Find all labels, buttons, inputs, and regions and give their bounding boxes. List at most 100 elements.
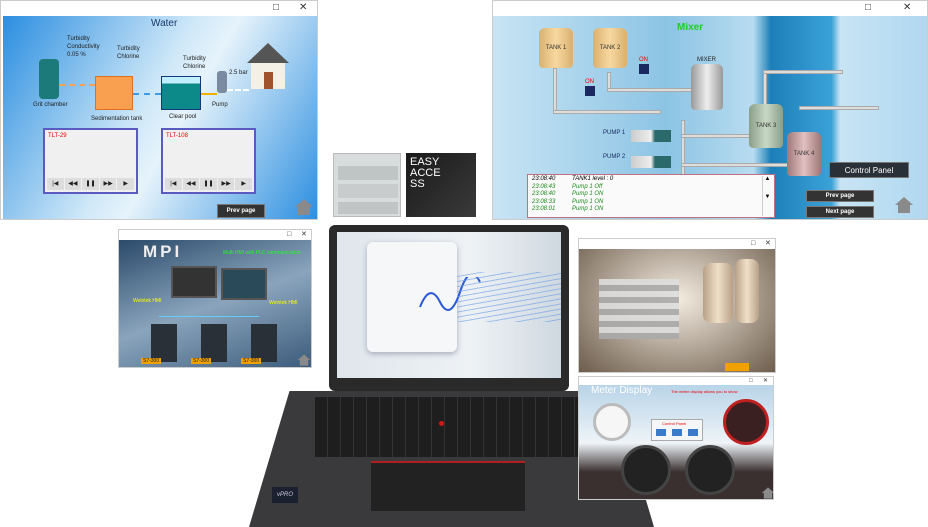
mpi-logo: MPI: [143, 242, 183, 261]
clear-pool: [161, 76, 201, 110]
page-title: Meter Display: [591, 385, 653, 396]
sedimentation-label: Sedimentation tank: [91, 116, 143, 122]
easy-access-title: EASY ACCESS: [410, 156, 441, 190]
chlorine-label: Chlorine: [117, 54, 140, 60]
title-bar: □ ✕: [579, 239, 775, 249]
maximize-button[interactable]: □: [749, 378, 753, 384]
trackpoint[interactable]: [439, 421, 444, 426]
control-panel-button[interactable]: Control Panel: [829, 162, 909, 178]
page-title: Water: [151, 18, 178, 29]
close-button[interactable]: ✕: [763, 378, 769, 384]
home-icon[interactable]: [895, 197, 913, 213]
pause-button[interactable]: ❚❚: [200, 178, 217, 190]
turbidity-label: Turbidity: [67, 36, 90, 42]
pipe: [59, 84, 95, 86]
pause-button[interactable]: ❚❚: [82, 178, 99, 190]
close-button[interactable]: ✕: [299, 2, 308, 13]
pipe: [799, 106, 879, 110]
plc-1: [151, 324, 177, 362]
plc-label: S7-300: [141, 358, 162, 364]
event-log-scrollbar[interactable]: ▲▼: [762, 176, 772, 216]
pipe: [607, 88, 697, 92]
plc-3: [251, 324, 277, 362]
house-icon: [247, 43, 289, 91]
valve-icon[interactable]: [639, 64, 649, 74]
pipe: [553, 68, 557, 114]
forward-button[interactable]: ▶▶: [217, 178, 235, 190]
home-icon[interactable]: [295, 199, 313, 215]
dashboard-illustration: [367, 242, 457, 352]
hmi-1-label: Weintek HMI: [133, 298, 162, 304]
pipe: [201, 93, 217, 95]
grit-label: Grit chamber: [33, 102, 68, 108]
home-icon[interactable]: [297, 354, 311, 366]
tank-3: TANK 3: [749, 104, 783, 148]
plc-2: [201, 324, 227, 362]
mixer-window: □ ✕ Mixer TANK 1 TANK 2 ON ON MIXER TANK…: [492, 0, 928, 220]
close-button[interactable]: ✕: [301, 231, 307, 238]
easy-access-thumbnail[interactable]: EASY ACCESS: [406, 153, 476, 217]
pump-label: Pump: [212, 102, 228, 108]
pipe: [763, 70, 843, 74]
maximize-button[interactable]: □: [287, 231, 292, 238]
laptop: vPRO: [245, 225, 658, 527]
first-button[interactable]: |◀: [47, 178, 64, 190]
hmi-thumbnail[interactable]: [333, 153, 401, 217]
close-button[interactable]: ✕: [903, 2, 912, 13]
turbidity-label: Turbidity: [183, 56, 206, 62]
pump-1-icon[interactable]: [631, 130, 671, 142]
forward-button[interactable]: ▶▶: [99, 178, 117, 190]
mixer-canvas: Mixer TANK 1 TANK 2 ON ON MIXER TANK 3 T…: [493, 16, 927, 219]
prev-page-button[interactable]: Prev page: [217, 204, 265, 218]
valve-2-status: ON: [639, 57, 648, 63]
mpi-subtitle: Multi HMI with PLC communication: [223, 250, 301, 256]
next-button[interactable]: [725, 363, 749, 371]
plant-window: □ ✕: [578, 238, 776, 373]
touchpad[interactable]: [371, 461, 525, 511]
next-page-button[interactable]: Next page: [806, 206, 874, 218]
speed-gauge: [723, 399, 769, 445]
grit-chamber: [39, 59, 59, 99]
description: The meter display allows you to show: [671, 389, 738, 394]
maximize-button[interactable]: □: [273, 2, 280, 13]
tank: [735, 259, 759, 323]
laptop-screen: [337, 232, 561, 378]
valve-icon[interactable]: [585, 86, 595, 96]
pipe: [681, 120, 685, 180]
conductivity-value: 0.05 %: [67, 52, 86, 58]
pipe: [681, 163, 791, 167]
play-button[interactable]: ▶: [117, 178, 134, 190]
wave-graphic: [419, 277, 481, 311]
valve-1-status: ON: [585, 79, 594, 85]
pool-label: Clear pool: [169, 114, 197, 120]
rewind-button[interactable]: ◀◀: [182, 178, 200, 190]
vpro-badge: vPRO: [272, 487, 298, 503]
pump-2-icon[interactable]: [631, 156, 671, 168]
turbidity-label: Turbidity: [117, 46, 140, 52]
play-button[interactable]: ▶: [235, 178, 252, 190]
rewind-button[interactable]: ◀◀: [64, 178, 82, 190]
trend-title: TLT-108: [166, 133, 188, 139]
network-line: [159, 316, 259, 317]
mpi-window: □ ✕ MPI Multi HMI with PLC communication…: [118, 229, 312, 368]
mixer-label: MIXER: [697, 57, 717, 63]
conductivity-label: Conductivity: [67, 44, 100, 50]
plc-label: S7-300: [241, 358, 262, 364]
first-button[interactable]: |◀: [165, 178, 182, 190]
maximize-button[interactable]: □: [865, 2, 872, 13]
tank-2: TANK 2: [593, 28, 627, 68]
home-icon[interactable]: [761, 487, 773, 499]
hmi-panel-1: [171, 266, 217, 298]
close-button[interactable]: ✕: [765, 240, 771, 247]
tank-1: TANK 1: [539, 28, 573, 68]
pipe: [227, 89, 249, 91]
maximize-button[interactable]: □: [751, 240, 756, 247]
hmi-panel-2: [221, 268, 267, 300]
chlorine-label: Chlorine: [183, 64, 206, 70]
title-bar: □ ✕: [1, 1, 317, 15]
prev-page-button[interactable]: Prev page: [806, 190, 874, 202]
